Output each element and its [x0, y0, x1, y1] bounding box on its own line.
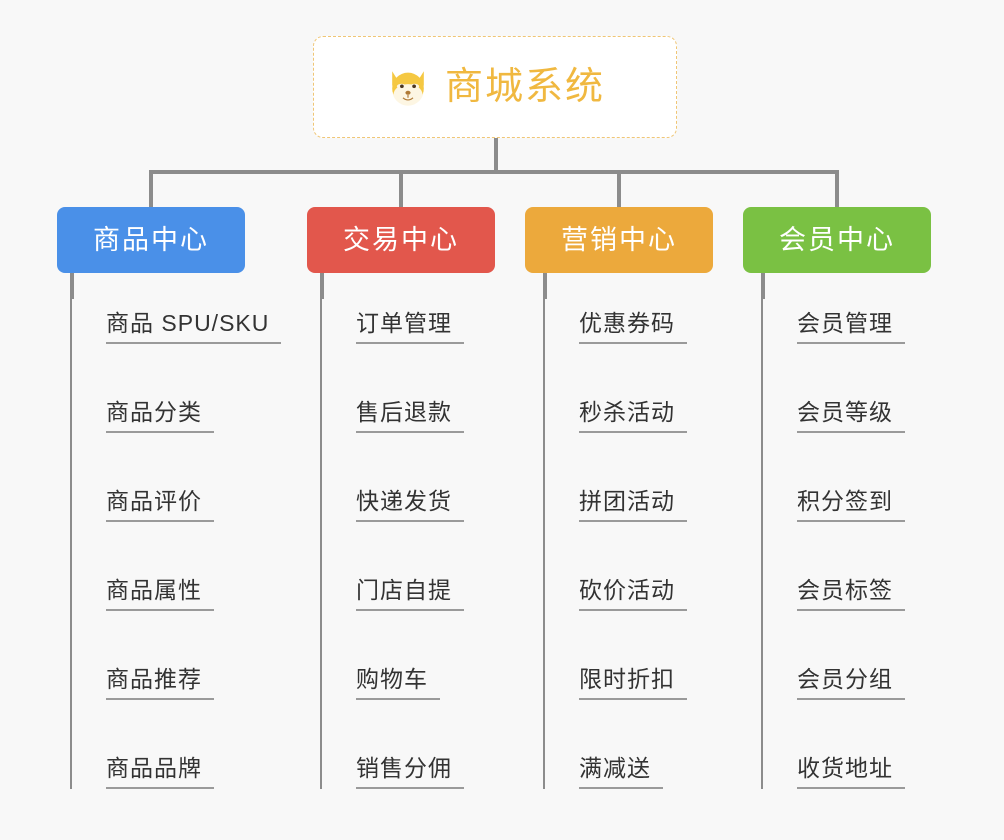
branch-2: 营销中心: [525, 207, 713, 273]
leaf-label: 拼团活动: [579, 487, 687, 522]
leaf-item[interactable]: 售后退款: [322, 344, 464, 433]
category-header-2[interactable]: 营销中心: [525, 207, 713, 273]
root-node[interactable]: 商城系统: [313, 36, 677, 138]
connector-horizontal-bus: [149, 170, 839, 174]
leaf-item[interactable]: 会员标签: [763, 522, 905, 611]
leaf-item[interactable]: 优惠券码: [545, 297, 687, 344]
leaf-label: 订单管理: [356, 309, 464, 344]
root-title: 商城系统: [444, 66, 605, 108]
leaf-label: 会员标签: [797, 576, 905, 611]
connector-stub-2: [543, 273, 547, 299]
branch-0: 商品中心: [57, 207, 245, 273]
category-label-1: 交易中心: [343, 224, 459, 255]
branch-1: 交易中心: [307, 207, 495, 273]
branch-3: 会员中心: [743, 207, 931, 273]
leaf-item[interactable]: 限时折扣: [545, 611, 687, 700]
connector-stub-3: [761, 273, 765, 299]
leaf-item[interactable]: 收货地址: [763, 700, 905, 789]
leaf-label: 积分签到: [797, 487, 905, 522]
leaf-label: 销售分佣: [356, 754, 464, 789]
leaf-item[interactable]: 销售分佣: [322, 700, 464, 789]
leaf-label: 商品推荐: [106, 665, 214, 700]
leaf-label: 商品属性: [106, 576, 214, 611]
connector-drop-0: [149, 170, 153, 210]
leaf-list-0: 商品 SPU/SKU 商品分类商品评价商品属性商品推荐商品品牌: [70, 297, 282, 789]
leaf-label: 会员分组: [797, 665, 905, 700]
leaf-item[interactable]: 砍价活动: [545, 522, 687, 611]
leaf-label: 会员管理: [797, 309, 905, 344]
leaf-label: 售后退款: [356, 398, 464, 433]
leaf-label: 商品品牌: [106, 754, 214, 789]
leaf-item[interactable]: 会员管理: [763, 297, 905, 344]
leaf-list-3: 会员管理会员等级积分签到会员标签会员分组收货地址: [761, 297, 905, 789]
category-label-0: 商品中心: [93, 224, 209, 255]
leaf-item[interactable]: 商品属性: [72, 522, 281, 611]
leaf-label: 砍价活动: [579, 576, 687, 611]
leaf-item[interactable]: 积分签到: [763, 433, 905, 522]
leaf-item[interactable]: 秒杀活动: [545, 344, 687, 433]
connector-drop-1: [399, 170, 403, 210]
shiba-dog-face-icon: [385, 64, 431, 110]
leaf-label: 商品分类: [106, 398, 214, 433]
leaf-item[interactable]: 会员分组: [763, 611, 905, 700]
leaf-item[interactable]: 商品分类: [72, 344, 281, 433]
leaf-label: 满减送: [579, 754, 663, 789]
leaf-list-2: 优惠券码秒杀活动拼团活动砍价活动限时折扣满减送: [543, 297, 687, 789]
leaf-item[interactable]: 商品 SPU/SKU: [72, 297, 282, 344]
connector-drop-3: [835, 170, 839, 210]
leaf-list-1: 订单管理售后退款快递发货门店自提购物车销售分佣: [320, 297, 464, 789]
category-header-3[interactable]: 会员中心: [743, 207, 931, 273]
leaf-label: 快递发货: [356, 487, 464, 522]
leaf-item[interactable]: 拼团活动: [545, 433, 687, 522]
leaf-label: 商品 SPU/SKU: [106, 309, 282, 344]
leaf-item[interactable]: 门店自提: [322, 522, 464, 611]
leaf-label: 购物车: [356, 665, 440, 700]
leaf-label: 限时折扣: [579, 665, 687, 700]
leaf-item[interactable]: 会员等级: [763, 344, 905, 433]
leaf-label: 门店自提: [356, 576, 464, 611]
leaf-item[interactable]: 订单管理: [322, 297, 464, 344]
leaf-item[interactable]: 商品推荐: [72, 611, 281, 700]
category-label-3: 会员中心: [779, 224, 895, 255]
connector-drop-2: [617, 170, 621, 210]
leaf-item[interactable]: 满减送: [545, 700, 687, 789]
leaf-label: 秒杀活动: [579, 398, 687, 433]
leaf-label: 优惠券码: [579, 309, 687, 344]
leaf-item[interactable]: 商品评价: [72, 433, 281, 522]
leaf-item[interactable]: 购物车: [322, 611, 464, 700]
connector-root-stem: [494, 138, 498, 172]
category-label-2: 营销中心: [561, 224, 677, 255]
connector-stub-1: [320, 273, 324, 299]
connector-stub-0: [70, 273, 74, 299]
leaf-label: 会员等级: [797, 398, 905, 433]
category-header-1[interactable]: 交易中心: [307, 207, 495, 273]
leaf-label: 收货地址: [797, 754, 905, 789]
leaf-label: 商品评价: [106, 487, 214, 522]
leaf-item[interactable]: 快递发货: [322, 433, 464, 522]
category-header-0[interactable]: 商品中心: [57, 207, 245, 273]
leaf-item[interactable]: 商品品牌: [72, 700, 281, 789]
